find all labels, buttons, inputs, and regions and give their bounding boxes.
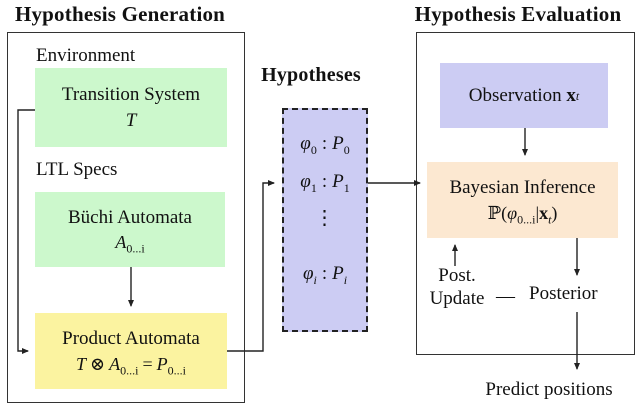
probability-symbol: ℙ: [487, 202, 502, 223]
script-p: P: [332, 263, 344, 284]
evaluation-panel-box: [416, 32, 635, 355]
phi-subscript: 1: [310, 180, 317, 195]
script-p: P: [156, 353, 168, 374]
script-p: P: [332, 171, 344, 192]
buchi-automata-box: Büchi Automata A0...i: [35, 192, 225, 267]
bold-x: x: [566, 84, 576, 106]
hypothesis-row: φ0:P0: [282, 133, 368, 157]
posterior-label: Posterior: [529, 283, 598, 304]
post-update-label: Post. Update: [414, 265, 500, 311]
phi-subscript: 0: [310, 142, 317, 157]
phi-subscript: i: [313, 272, 317, 287]
transition-system-box: Transition System T: [35, 68, 227, 147]
phi-subscript: 0...i: [517, 212, 536, 227]
phi-symbol: φ: [300, 133, 311, 154]
phi-symbol: φ: [507, 202, 518, 223]
hypothesis-generation-title: Hypothesis Generation: [14, 2, 226, 26]
script-a-subscript: 0...i: [126, 241, 145, 256]
conditional-bar: |: [535, 202, 540, 223]
predict-positions-label: Predict positions: [485, 379, 613, 400]
dash-connector: —: [496, 286, 515, 307]
script-p: P: [332, 133, 344, 154]
script-p-subscript: 0...i: [167, 363, 186, 378]
colon: :: [321, 263, 328, 284]
environment-label: Environment: [36, 45, 136, 66]
p-subscript: 0: [343, 142, 350, 157]
product-automata-formula: T⊗A0...i=P0...i: [76, 352, 186, 378]
transition-system-title: Transition System: [61, 83, 201, 105]
hypothesis-evaluation-title: Hypothesis Evaluation: [414, 2, 622, 26]
colon: :: [321, 133, 328, 154]
x-subscript: t: [548, 212, 552, 227]
product-automata-title: Product Automata: [62, 328, 200, 350]
script-a: A: [109, 353, 121, 374]
hypothesis-row: φ1:P1: [282, 171, 368, 195]
script-t: T: [76, 353, 87, 374]
equals-sign: =: [142, 353, 153, 374]
colon: :: [321, 171, 328, 192]
p-subscript: i: [343, 272, 348, 287]
hypothesis-row: φi:Pi: [282, 263, 368, 287]
observation-label: Observation: [468, 84, 562, 106]
bold-x: x: [539, 202, 549, 223]
phi-symbol: φ: [300, 171, 311, 192]
close-paren: ): [551, 202, 558, 223]
buchi-automata-title: Büchi Automata: [67, 206, 192, 228]
open-paren: (: [501, 202, 508, 223]
vertical-ellipsis: ⋮: [314, 207, 336, 229]
hypotheses-dashed-box: [282, 108, 368, 332]
product-automata-box: Product Automata T⊗A0...i=P0...i: [35, 313, 227, 389]
p-subscript: 1: [343, 180, 350, 195]
otimes-operator: ⊗: [90, 353, 106, 374]
bayesian-inference-title: Bayesian Inference: [449, 177, 596, 199]
script-a-subscript: 0...i: [120, 363, 139, 378]
post-label-line1: Post.: [438, 265, 476, 286]
bayesian-inference-formula: ℙ(φ0...i|xt): [487, 201, 558, 227]
ltl-specs-label: LTL Specs: [36, 159, 118, 180]
bayesian-inference-box: Bayesian Inference ℙ(φ0...i|xt): [427, 162, 618, 238]
buchi-automata-symbol: A0...i: [115, 230, 145, 256]
transition-system-symbol: T: [125, 109, 137, 131]
hypotheses-title: Hypotheses: [261, 64, 361, 86]
post-label-line2: Update: [429, 287, 485, 309]
phi-symbol: φ: [302, 263, 314, 284]
script-a: A: [115, 232, 127, 253]
